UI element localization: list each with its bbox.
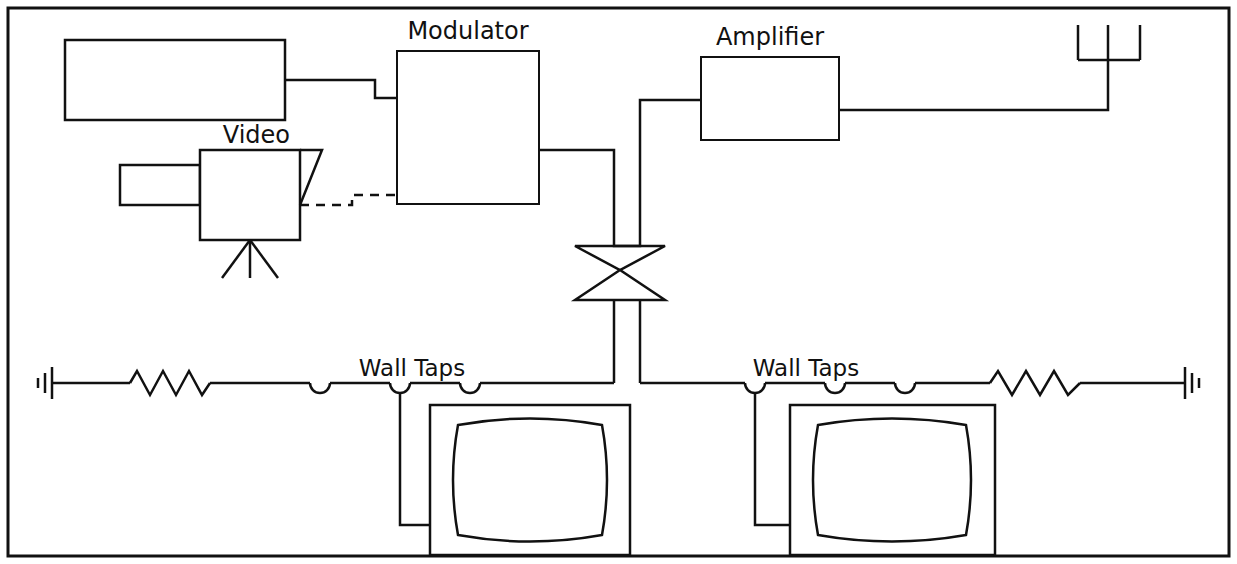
splitter-symbol	[575, 270, 665, 300]
wall-tap	[895, 383, 915, 393]
monitor	[400, 393, 430, 525]
dashed-link	[300, 195, 396, 205]
node-label: Amplifier	[700, 22, 840, 52]
left-bus	[130, 371, 210, 395]
left-bus	[38, 367, 614, 399]
monitor	[813, 419, 971, 542]
video-camera	[222, 240, 250, 278]
left-bus	[52, 382, 130, 385]
modulator-box: Modulator	[396, 16, 540, 205]
wall-tap	[895, 381, 915, 385]
video-camera	[250, 240, 278, 278]
frame	[8, 8, 1229, 556]
antenna-wire	[1107, 25, 1110, 60]
wall-tap	[310, 383, 915, 393]
wall-tap	[390, 383, 410, 393]
left-bus	[37, 378, 40, 388]
right-bus	[640, 382, 990, 385]
right-bus	[1184, 367, 1187, 399]
left-bus	[44, 373, 47, 393]
box-outline	[700, 56, 840, 141]
video-camera	[120, 165, 200, 205]
right-bus	[1198, 378, 1201, 388]
source-box	[65, 40, 396, 120]
right-bus	[1191, 373, 1194, 393]
wall-tap	[745, 383, 765, 393]
amplifier-box: Amplifier	[700, 22, 840, 141]
wall-tap	[460, 381, 480, 385]
monitor	[755, 393, 995, 555]
source-box	[65, 40, 285, 120]
video-camera	[249, 240, 252, 278]
video-camera	[200, 150, 300, 240]
node-label: Video	[118, 120, 300, 150]
monitor	[755, 393, 790, 525]
node-label: Modulator	[396, 16, 540, 46]
tap-label: Wall Taps	[359, 354, 465, 382]
source-box	[285, 80, 396, 98]
monitor	[430, 405, 630, 555]
right-bus	[640, 367, 1199, 399]
signal-wire	[540, 100, 700, 246]
left-bus	[210, 382, 614, 385]
splitter-symbol	[639, 300, 642, 383]
box-outline	[396, 50, 540, 205]
splitter-symbol	[613, 300, 616, 383]
splitter-symbol	[575, 246, 665, 383]
video-camera	[300, 150, 322, 205]
tap-label: Wall Taps	[753, 354, 859, 382]
wall-tap	[745, 381, 765, 385]
wall-tap	[460, 383, 480, 393]
monitor	[400, 393, 630, 555]
antenna-wire	[1139, 25, 1142, 60]
left-bus	[51, 367, 54, 399]
antenna-wire	[840, 25, 1140, 110]
splitter-symbol	[575, 246, 665, 270]
antenna-wire	[840, 60, 1108, 110]
monitor	[790, 405, 995, 555]
antenna-wire	[1077, 25, 1080, 60]
right-bus	[1080, 382, 1185, 385]
camera-area	[118, 154, 300, 244]
wall-tap	[825, 381, 845, 385]
wall-tap	[310, 381, 330, 385]
right-bus	[990, 371, 1080, 395]
wall-tap	[390, 381, 410, 385]
wall-tap	[825, 383, 845, 393]
wall-tap	[310, 383, 330, 393]
video-camera	[120, 150, 322, 278]
monitor	[453, 419, 607, 542]
camera-node: Video	[118, 120, 300, 244]
